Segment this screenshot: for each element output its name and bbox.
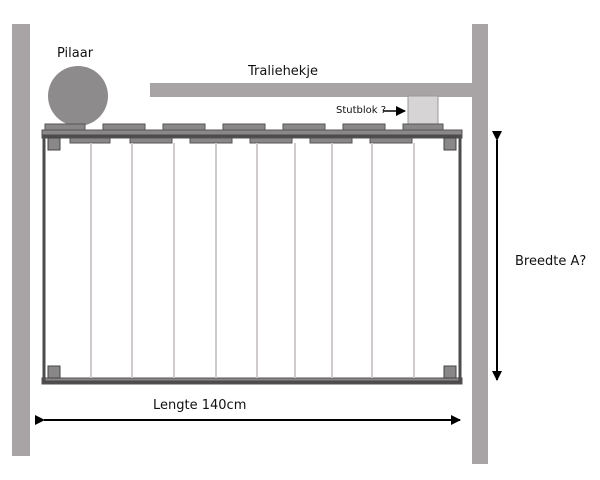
- frame-outline: [42, 134, 462, 384]
- under-rail-blocks: [69, 137, 413, 144]
- pillar-circle: [48, 66, 108, 126]
- length-label: Lengte 140cm: [153, 398, 247, 413]
- left-wall: [12, 24, 30, 456]
- railing-bar: [150, 83, 474, 97]
- right-wall: [472, 24, 488, 464]
- railing-label: Traliehekje: [248, 64, 318, 79]
- pillar-label: Pilaar: [57, 46, 94, 61]
- corner-posts: [47, 137, 457, 379]
- support-block-label: Stutblok ?: [336, 105, 387, 116]
- width-label: Breedte A?: [515, 254, 587, 269]
- vertical-slats: [90, 143, 415, 378]
- support-block: [407, 95, 439, 127]
